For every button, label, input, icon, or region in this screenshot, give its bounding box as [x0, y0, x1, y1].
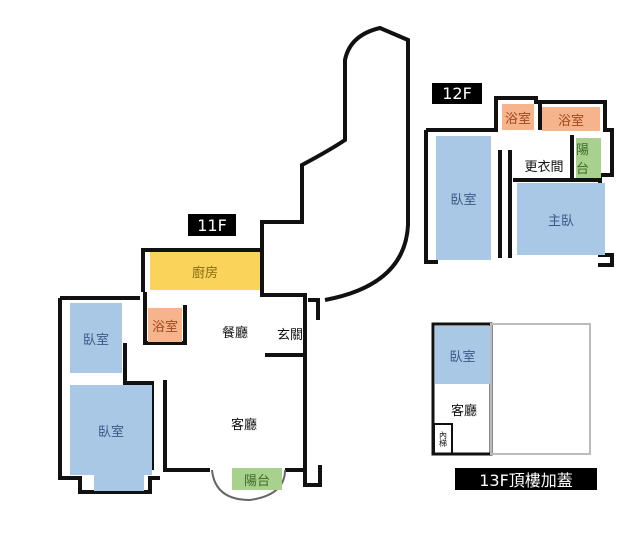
internal-stairs: 內梯: [438, 431, 448, 447]
closet: 更衣間: [524, 159, 564, 175]
floor-11f-label: 11F: [188, 214, 236, 236]
bedroom-11f-bottom: 臥室: [70, 385, 152, 475]
bedroom-11f-top: 臥室: [70, 303, 122, 373]
bathroom-12f-right: 浴室: [542, 107, 600, 131]
balcony-12f: 陽台: [576, 138, 601, 178]
bathroom-12f-left: 浴室: [502, 104, 534, 130]
balcony-11f: 陽台: [232, 468, 282, 490]
bedroom-12f: 臥室: [436, 136, 491, 260]
bay-window: [94, 475, 144, 491]
floor-13f-label: 13F頂樓加蓋: [455, 468, 597, 490]
living-room: 客廳: [230, 417, 257, 433]
bedroom-13f: 臥室: [435, 326, 490, 384]
master-bedroom: 主臥: [517, 183, 605, 255]
bathroom-11f: 浴室: [148, 308, 182, 342]
entrance: 玄關: [276, 327, 303, 343]
kitchen: 廚房: [150, 252, 260, 290]
living-room-13f: 客廳: [450, 403, 477, 419]
dining-room: 餐廳: [221, 325, 248, 341]
floor-12f-label: 12F: [432, 83, 482, 104]
